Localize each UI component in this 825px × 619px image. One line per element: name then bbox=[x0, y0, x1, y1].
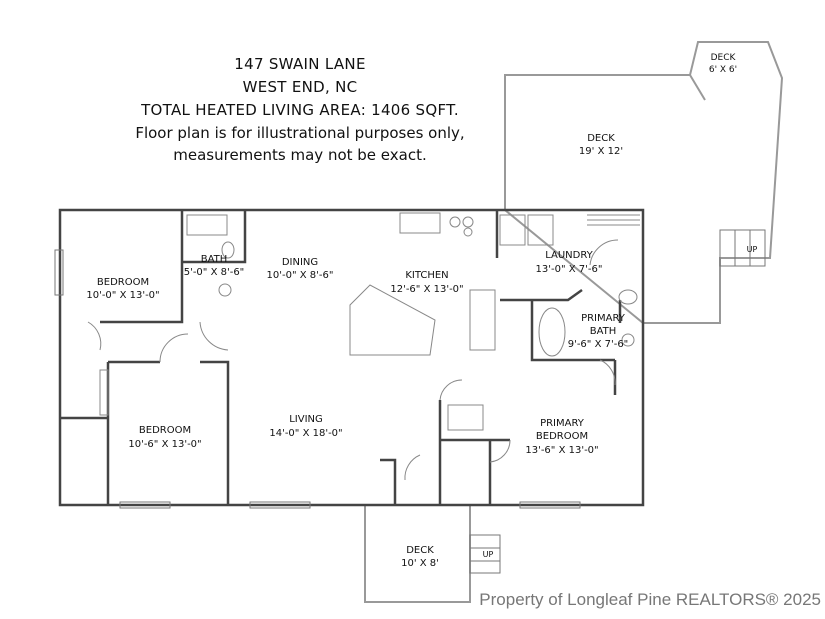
living-size: 14'-0" X 18'-0" bbox=[269, 428, 342, 439]
primary-bath-size: 9'-6" X 7'-6" bbox=[568, 339, 629, 350]
address-line-2: WEST END, NC bbox=[242, 78, 358, 96]
laundry-size: 13'-0" X 7'-6" bbox=[536, 264, 603, 275]
kitchen-size: 12'-6" X 13'-0" bbox=[390, 284, 463, 295]
windows bbox=[54, 249, 581, 509]
deck-large-size: 19' X 12' bbox=[579, 146, 623, 157]
exterior-walls bbox=[58, 208, 645, 507]
fixtures bbox=[99, 212, 640, 431]
disclaimer-line-2: measurements may not be exact. bbox=[173, 146, 427, 164]
primary-bedroom-size: 13'-6" X 13'-0" bbox=[525, 445, 598, 456]
bedroom2-name: BEDROOM bbox=[139, 425, 191, 436]
deck-small-size: 6' X 6' bbox=[709, 65, 737, 75]
deck-divider bbox=[689, 74, 706, 101]
primary-toilet-icon bbox=[618, 289, 638, 305]
deck-large-name: DECK bbox=[587, 133, 615, 144]
primary-bedroom-name-1: PRIMARY bbox=[540, 418, 585, 429]
disclaimer-line-1: Floor plan is for illustrational purpose… bbox=[135, 124, 465, 142]
stairs-right-label: UP bbox=[747, 245, 758, 254]
kitchen-name: KITCHEN bbox=[405, 270, 448, 281]
stairs-front bbox=[469, 534, 501, 574]
bedroom1-size: 10'-0" X 13'-0" bbox=[86, 290, 159, 301]
living-name: LIVING bbox=[289, 414, 323, 425]
dryer-icon bbox=[527, 214, 554, 246]
address-line-1: 147 SWAIN LANE bbox=[234, 55, 366, 73]
sink-icon bbox=[218, 283, 232, 297]
living-area: TOTAL HEATED LIVING AREA: 1406 SQFT. bbox=[141, 101, 459, 119]
stairs-right bbox=[719, 229, 766, 267]
watermark: Property of Longleaf Pine REALTORS® 2025 bbox=[479, 590, 821, 609]
deck-large-outline bbox=[504, 41, 784, 324]
deck-small-name: DECK bbox=[711, 53, 737, 63]
washer-icon bbox=[499, 214, 526, 246]
dining-name: DINING bbox=[282, 257, 318, 268]
doors bbox=[87, 239, 619, 481]
primary-bedroom-name-2: BEDROOM bbox=[536, 431, 588, 442]
primary-sink-icon bbox=[621, 333, 635, 347]
toilet-icon bbox=[221, 241, 235, 259]
stairs-front-label: UP bbox=[483, 550, 494, 559]
kitchen-sink-icon bbox=[399, 212, 441, 234]
interior-walls bbox=[60, 210, 622, 505]
primary-bath-name-1: PRIMARY bbox=[581, 313, 626, 324]
bath-size: 5'-0" X 8'-6" bbox=[184, 267, 245, 278]
bedroom2-size: 10'-6" X 13'-0" bbox=[128, 439, 201, 450]
primary-bath-name-2: BATH bbox=[590, 326, 617, 337]
bathtub-icon bbox=[538, 307, 566, 357]
refrigerator-icon bbox=[469, 289, 496, 351]
kitchen-island-icon bbox=[349, 284, 436, 356]
bath-name: BATH bbox=[201, 254, 228, 265]
deck-front-size: 10' X 8' bbox=[401, 558, 439, 569]
bedroom1-name: BEDROOM bbox=[97, 277, 149, 288]
deck-front-name: DECK bbox=[406, 545, 434, 556]
laundry-name: LAUNDRY bbox=[545, 250, 593, 261]
dining-size: 10'-0" X 8'-6" bbox=[267, 270, 334, 281]
